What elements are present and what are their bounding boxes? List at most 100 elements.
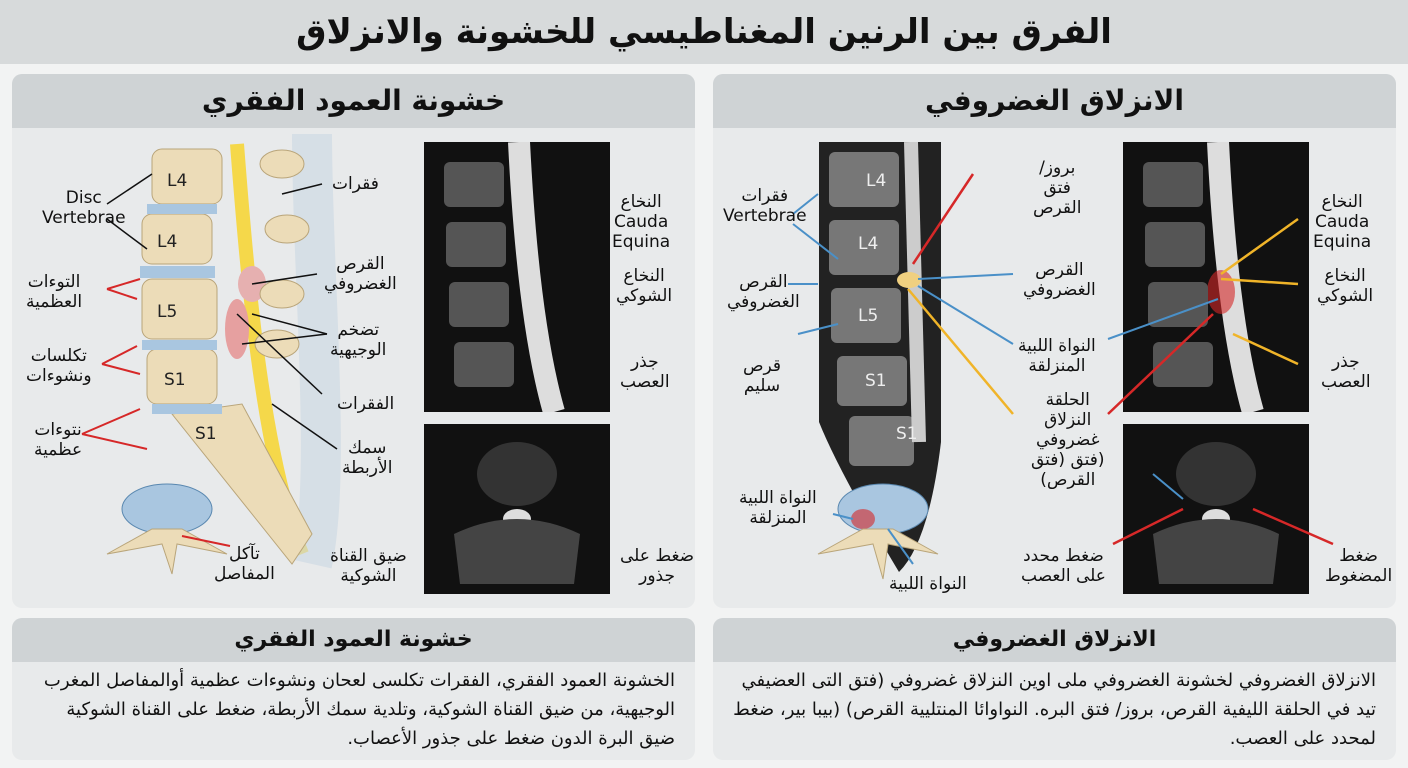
vertebra-label: S1 (195, 424, 217, 444)
vertebra-label: L4 (858, 234, 879, 254)
axial-mri-image (1123, 424, 1309, 594)
label-text: على العصب (1021, 566, 1106, 586)
label-text: المنزلقة (1028, 356, 1086, 376)
label-text: Equina (1313, 232, 1372, 252)
label-text: النخاع (620, 192, 662, 212)
label-text: الغضروفي (727, 292, 800, 312)
nucleus-label: النواة اللبية (889, 574, 967, 594)
label-text: النخاع (1321, 192, 1363, 212)
label-text: فقرات (741, 186, 789, 206)
label-text: تآكل (228, 544, 260, 564)
label-text: عظمية (34, 440, 83, 460)
label-text: الأربطة (342, 458, 393, 478)
label-text: سليم (743, 376, 781, 396)
sagittal-mri-image (424, 142, 610, 412)
spondylosis-summary: خشونة العمود الفقري الخشونة العمود الفقر… (12, 618, 695, 760)
vertebra-label: L4 (866, 171, 887, 191)
vertebra-label: S1 (865, 371, 887, 391)
label-text: التوءات (27, 272, 81, 292)
label-text: الشوكي (616, 286, 673, 306)
label-text: Disc (65, 188, 102, 208)
summary-text: الانزلاق الغضروفي لخشونة الغضروفي ملى او… (733, 670, 1376, 749)
label-text: تضخم (337, 320, 380, 340)
herniation-heading: الانزلاق الغضروفي (713, 74, 1396, 128)
label-text: العظمية (26, 292, 83, 312)
summary-heading: خشونة العمود الفقري (12, 618, 695, 662)
spondylosis-heading: خشونة العمود الفقري (12, 74, 695, 128)
label-text: القرص (1035, 260, 1084, 280)
label-text: القرص (336, 254, 385, 274)
label-text: النواة اللبية (739, 488, 817, 508)
label-text: Vertebrae (723, 206, 807, 226)
label-text: ضيق القناة (330, 546, 407, 566)
label-text: بروز/ (1039, 158, 1076, 178)
annotation-arrows (788, 173, 1334, 580)
label-text: النزلاق (1044, 410, 1092, 430)
vertebra-label: S1 (164, 370, 186, 390)
label-text: الوجيهية (330, 340, 387, 360)
label-text: جذور (639, 566, 675, 586)
label-text: ضغط (1339, 546, 1378, 566)
label-text: غضروفي (1036, 430, 1100, 450)
vertebrae-label: فقرات (332, 174, 379, 194)
label-text: العصب (620, 372, 670, 392)
label-text: النخاع (1324, 266, 1366, 286)
label-text: نتوءات (34, 420, 82, 440)
label-text: العصب (1321, 372, 1371, 392)
label-text: ضغط محدد (1023, 546, 1104, 566)
vertebra-label: L4 (167, 171, 188, 191)
axial-mri-image (424, 424, 610, 594)
label-text: ونشوءات (26, 366, 92, 386)
label-text: القرص) (1040, 470, 1096, 490)
label-text: سمك (348, 438, 387, 458)
label-text: الغضروفي (1023, 280, 1096, 300)
label-text: القرص (739, 272, 788, 292)
label-text: ضغط على (620, 546, 695, 566)
label-text: Cauda (613, 212, 669, 232)
label-text: النخاع (623, 266, 665, 286)
label-text: جذر (630, 352, 659, 372)
vertebra-label: L4 (157, 232, 178, 252)
sagittal-spine-mri (819, 142, 941, 572)
page-title: الفرق بين الرنين المغناطيسي للخشونة والا… (0, 0, 1408, 64)
label-text: المفاصل (214, 564, 275, 584)
label-text: المنزلقة (749, 508, 807, 528)
label-text: Cauda (1314, 212, 1370, 232)
label-text: جذر (1331, 352, 1360, 372)
sagittal-mri-image (1123, 142, 1309, 412)
label-text: فتق (1043, 178, 1071, 198)
label-text: Vertebrae (42, 208, 126, 228)
label-text: تكلسات (30, 346, 87, 366)
label-text: Equina (612, 232, 671, 252)
label-text: الشوكية (340, 566, 397, 586)
summary-text: الخشونة العمود الفقري، الفقرات تكلسى لعح… (43, 670, 675, 749)
label-text: الحلقة (1045, 390, 1090, 410)
label-text: قرص (743, 356, 782, 376)
label-text: المضغوط (1325, 566, 1393, 586)
label-text: النواة اللبية (1018, 336, 1096, 356)
